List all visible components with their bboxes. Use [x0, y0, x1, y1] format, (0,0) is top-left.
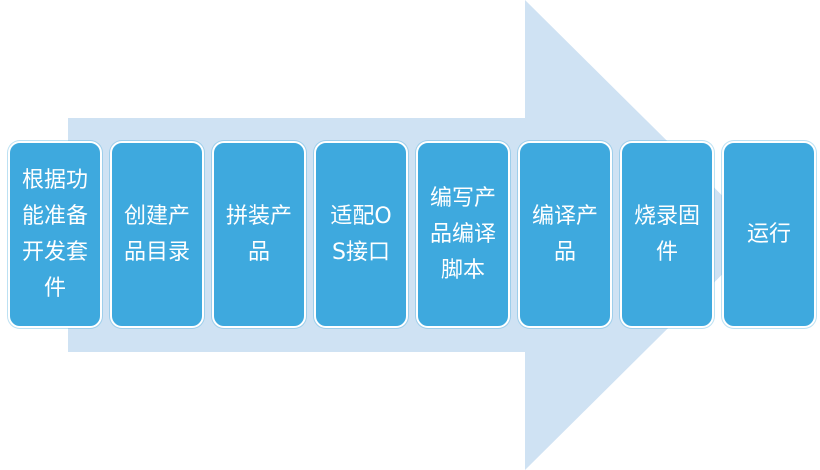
- step-label: 烧录固件: [633, 203, 700, 265]
- step-assemble-product: 拼装产品: [212, 141, 306, 328]
- step-prepare-dev-kit: 根据功能准备开发套件: [8, 141, 102, 328]
- step-run: 运行: [722, 141, 816, 328]
- step-label: 根据功能准备开发套件: [21, 167, 88, 301]
- step-compile-product: 编译产品: [518, 141, 612, 328]
- step-label: 适配OS接口: [330, 203, 392, 265]
- step-label: 编写产品编译脚本: [429, 185, 496, 283]
- step-adapt-os-interface: 适配OS接口: [314, 141, 408, 328]
- step-label: 创建产品目录: [123, 203, 190, 265]
- step-label: 编译产品: [531, 203, 598, 265]
- step-flash-firmware: 烧录固件: [620, 141, 714, 328]
- arrow-shape: [68, 0, 762, 470]
- step-label: 运行: [746, 221, 791, 247]
- step-write-build-script: 编写产品编译脚本: [416, 141, 510, 328]
- step-create-product-directory: 创建产品目录: [110, 141, 204, 328]
- step-label: 拼装产品: [225, 203, 292, 265]
